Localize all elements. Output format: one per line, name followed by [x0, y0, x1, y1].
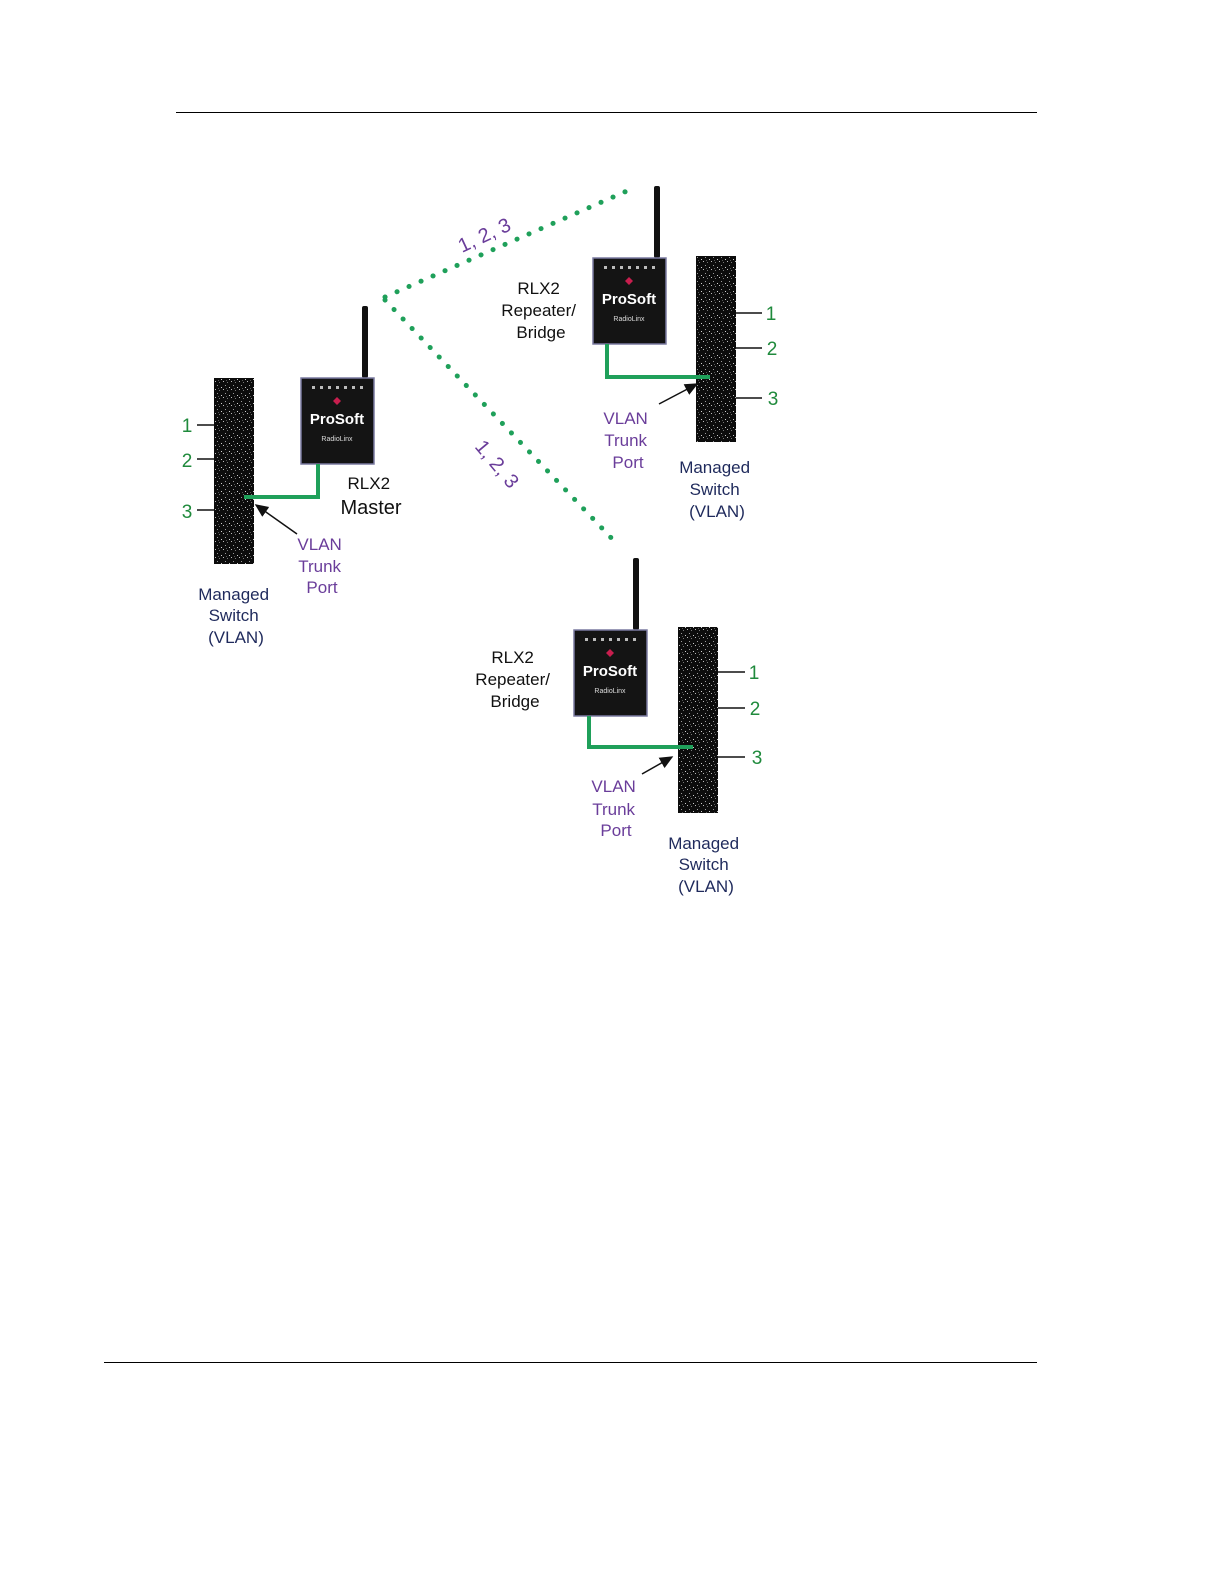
wireless-link-lower: 1, 2, 3	[385, 300, 618, 545]
trunk-port-label: VLAN Trunk Port	[603, 409, 652, 472]
port-number: 2	[750, 699, 761, 720]
switch-label: Managed Switch (VLAN)	[668, 834, 744, 896]
ethernet-cable	[244, 464, 318, 497]
ethernet-cable	[607, 344, 710, 377]
radio-label: RLX2 Repeater/ Bridge	[475, 648, 554, 711]
link-vlan-list: 1, 2, 3	[470, 436, 523, 493]
port-number: 2	[767, 339, 778, 360]
radio-label: RLX2 Repeater/ Bridge	[501, 279, 580, 342]
managed-switch-lower: 1 2 3 Managed Switch (VLAN)	[668, 627, 762, 896]
trunk-port-arrow	[659, 384, 697, 404]
antenna-icon	[654, 186, 660, 258]
radio-sub-brand: RadioLinx	[321, 436, 353, 443]
port-number: 2	[182, 451, 193, 472]
managed-switch-upper: 1 2 3 Managed Switch (VLAN)	[679, 256, 778, 521]
radio-rlx2-repeater-lower: ProSoft RadioLinx RLX2 Repeater/ Bridge	[475, 558, 647, 716]
port-number: 3	[768, 389, 779, 410]
port-number: 1	[766, 304, 777, 325]
trunk-port-arrow	[642, 757, 672, 774]
managed-switch-master: 1 2 3 Managed Switch (VLAN)	[182, 378, 274, 647]
radio-label: RLX2 Master	[340, 474, 401, 519]
port-number: 3	[182, 502, 193, 523]
trunk-port-label: VLAN Trunk Port	[297, 535, 346, 597]
link-dots	[385, 300, 618, 545]
trunk-port-label: VLAN Trunk Port	[591, 777, 640, 840]
radio-sub-brand: RadioLinx	[613, 316, 645, 323]
port-number: 1	[182, 416, 193, 437]
switch-label: Managed Switch (VLAN)	[679, 458, 755, 521]
radio-rlx2-repeater-upper: ProSoft RadioLinx RLX2 Repeater/ Bridge	[501, 186, 666, 344]
radio-brand: ProSoft	[310, 411, 364, 428]
antenna-icon	[362, 306, 368, 378]
radio-brand: ProSoft	[583, 663, 637, 680]
ethernet-cable	[589, 716, 693, 747]
port-number: 3	[752, 748, 763, 769]
radio-sub-brand: RadioLinx	[594, 688, 626, 695]
switch-body	[214, 378, 254, 564]
antenna-icon	[633, 558, 639, 630]
switch-body	[678, 627, 718, 813]
radio-brand: ProSoft	[602, 291, 656, 308]
trunk-port-arrow	[256, 505, 297, 534]
port-number: 1	[749, 663, 760, 684]
link-vlan-list: 1, 2, 3	[455, 214, 515, 257]
switch-body	[696, 256, 736, 442]
switch-label: Managed Switch (VLAN)	[198, 585, 274, 647]
